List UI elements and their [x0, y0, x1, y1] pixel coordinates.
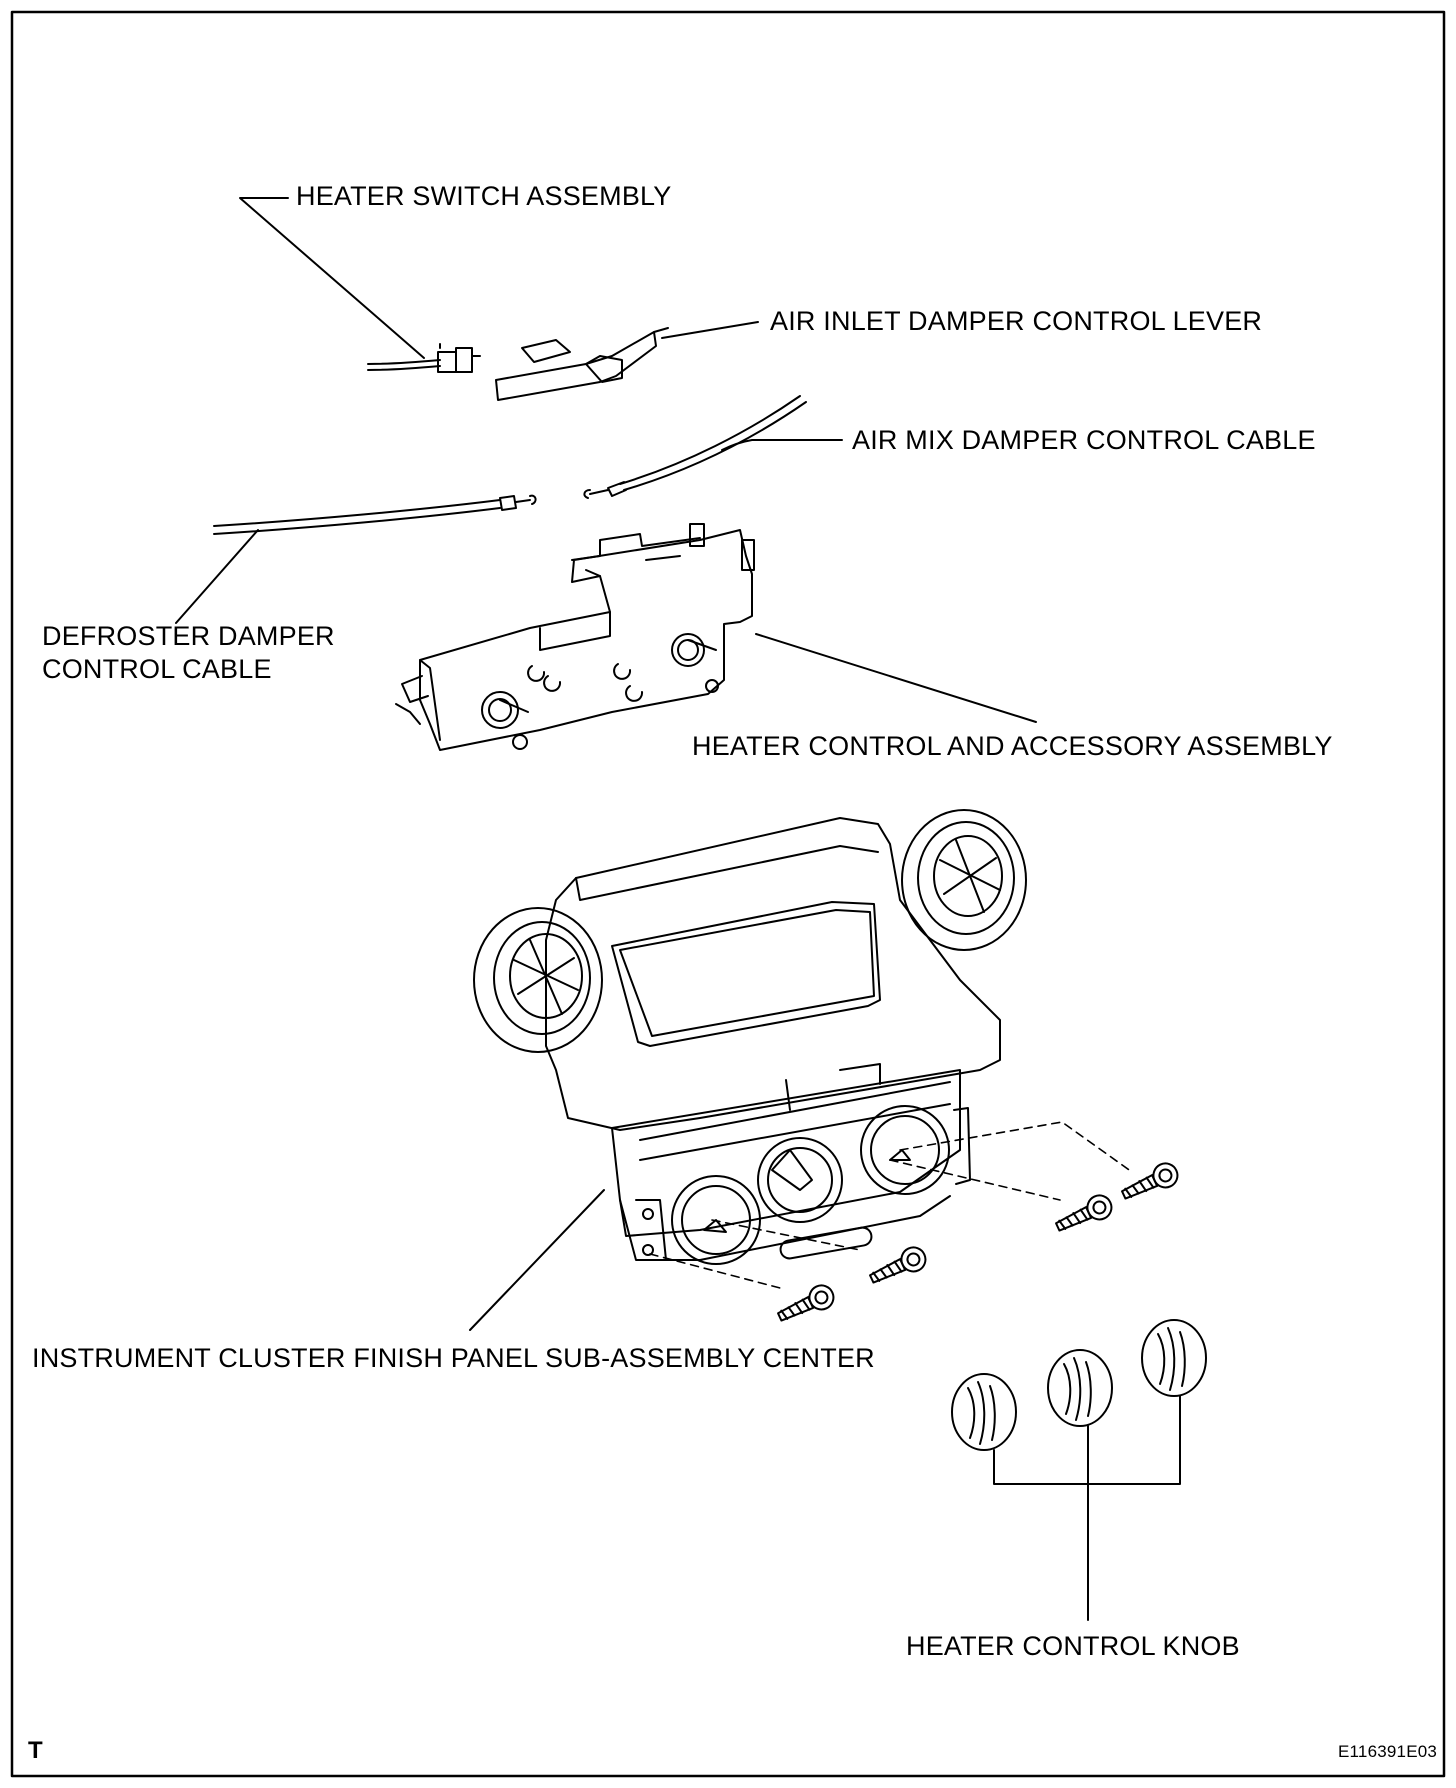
figure-code: E116391E03 — [1338, 1742, 1438, 1761]
air-mix-damper-control-cable — [583, 395, 807, 499]
label-defroster-damper-control-cable-line1: DEFROSTER DAMPER — [42, 621, 335, 651]
assembly-dashed-lines — [649, 1121, 1133, 1289]
left-air-vent — [473, 907, 603, 1053]
label-defroster-damper-control-cable-line2: CONTROL CABLE — [42, 654, 272, 684]
corner-mark: T — [28, 1737, 43, 1764]
instrument-cluster-finish-panel — [545, 817, 1001, 1265]
heater-control-and-accessory-assembly — [395, 523, 755, 751]
air-inlet-damper-control-lever — [495, 327, 669, 401]
heater-switch-assembly — [367, 343, 481, 373]
right-air-vent — [901, 809, 1027, 951]
label-heater-control-and-accessory-assembly: HEATER CONTROL AND ACCESSORY ASSEMBLY — [692, 731, 1333, 761]
figure-frame — [10, 10, 1446, 1778]
label-heater-control-knob: HEATER CONTROL KNOB — [906, 1631, 1240, 1661]
label-air-inlet-damper-control-lever: AIR INLET DAMPER CONTROL LEVER — [770, 306, 1263, 336]
label-air-mix-damper-control-cable: AIR MIX DAMPER CONTROL CABLE — [852, 425, 1316, 455]
defroster-damper-control-cable — [213, 494, 537, 535]
heater-control-knobs — [951, 1319, 1207, 1451]
label-instrument-cluster-finish-panel: INSTRUMENT CLUSTER FINISH PANEL SUB-ASSE… — [32, 1343, 875, 1373]
label-heater-switch-assembly: HEATER SWITCH ASSEMBLY — [296, 181, 672, 211]
screws — [777, 1162, 1179, 1322]
leader-lines — [175, 197, 1181, 1621]
